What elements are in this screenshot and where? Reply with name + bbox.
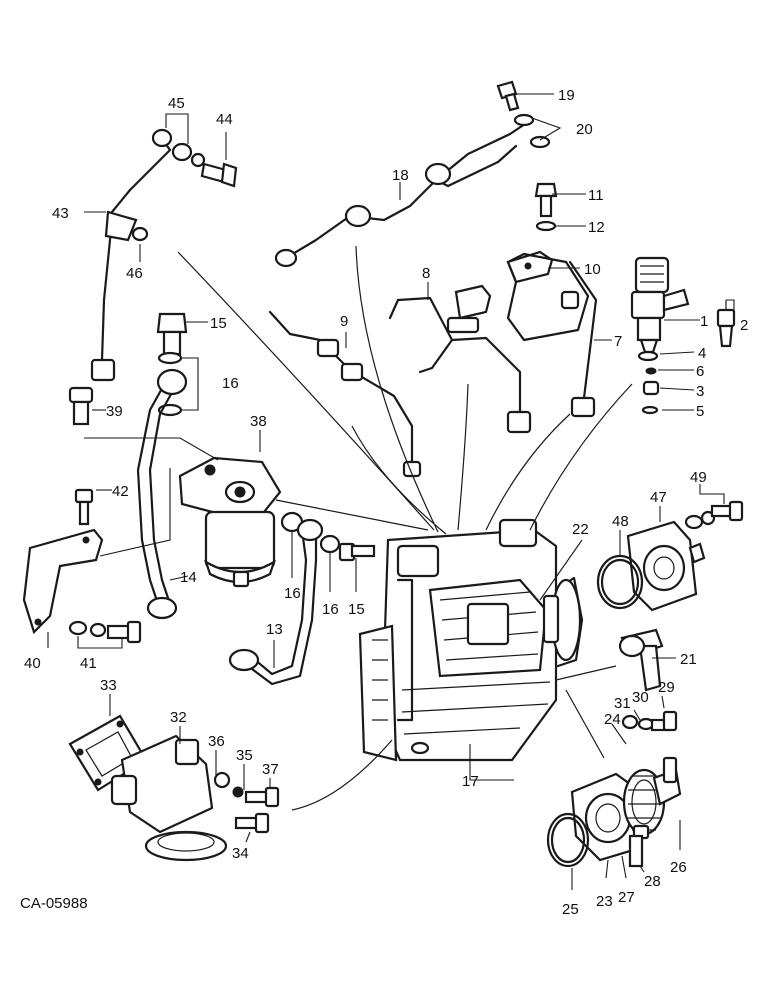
pump-cover-47	[626, 520, 706, 612]
callout-14: 14	[180, 569, 197, 586]
callout-34: 34	[232, 845, 249, 862]
bolt-28	[628, 824, 650, 868]
bolt-15-upper	[156, 312, 188, 356]
callout-33: 33	[100, 677, 117, 694]
injector-nozzle	[630, 256, 690, 354]
callout-36: 36	[208, 733, 225, 750]
callout-37: 37	[262, 761, 279, 778]
callout-16-right: 16	[322, 601, 339, 618]
injection-line-8	[388, 296, 522, 414]
shaft-26	[652, 756, 682, 806]
callout-3: 3	[696, 383, 704, 400]
callout-15-lower: 15	[348, 601, 365, 618]
leader-lines	[47, 93, 735, 890]
callout-29: 29	[658, 679, 675, 696]
callout-10: 10	[584, 261, 601, 278]
callout-41: 41	[80, 655, 97, 672]
bracket-40	[22, 528, 104, 635]
callout-30: 30	[632, 689, 649, 706]
callout-27: 27	[618, 889, 635, 906]
callout-4: 4	[698, 345, 706, 362]
callout-20: 20	[576, 121, 593, 138]
callout-17: 17	[462, 773, 479, 790]
callout-39: 39	[106, 403, 123, 420]
callout-24: 24	[604, 711, 621, 728]
bolt-15-lower	[338, 542, 376, 562]
bolt-39	[68, 386, 94, 426]
callout-1: 1	[700, 313, 708, 330]
callout-7: 7	[614, 333, 622, 350]
callout-45: 45	[168, 95, 185, 112]
callout-26: 26	[670, 859, 687, 876]
flow-arrows	[177, 245, 633, 811]
callout-19: 19	[558, 87, 575, 104]
callout-18: 18	[392, 167, 409, 184]
injection-line-9	[268, 310, 414, 464]
fuel-line-14	[136, 372, 172, 606]
callout-5: 5	[696, 403, 704, 420]
callout-8: 8	[422, 265, 430, 282]
callout-11: 11	[588, 187, 604, 204]
callout-2: 2	[740, 317, 748, 334]
callout-42: 42	[112, 483, 129, 500]
callout-32: 32	[170, 709, 187, 726]
bolt-19	[496, 80, 520, 112]
fuel-line-13	[246, 528, 308, 676]
bolt-29	[650, 710, 678, 732]
callout-43: 43	[52, 205, 69, 222]
callout-48: 48	[612, 513, 629, 530]
bolt-42	[74, 488, 94, 526]
callout-23: 23	[596, 893, 613, 910]
fuel-filter-38	[178, 456, 282, 588]
callout-38: 38	[250, 413, 267, 430]
callout-40: 40	[24, 655, 41, 672]
injection-line-7	[506, 252, 598, 400]
bolt-34	[234, 812, 270, 834]
callout-22: 22	[572, 521, 589, 538]
callout-9: 9	[340, 313, 348, 330]
callout-31: 31	[614, 695, 631, 712]
callout-47: 47	[650, 489, 667, 506]
callout-49: 49	[690, 469, 707, 486]
return-connector	[716, 300, 736, 348]
callout-15-upper: 15	[210, 315, 227, 332]
bolt-11	[534, 182, 558, 232]
callout-6: 6	[696, 363, 704, 380]
bolt-49	[710, 500, 744, 522]
callout-25: 25	[562, 901, 579, 918]
callout-46: 46	[126, 265, 143, 282]
callout-44: 44	[216, 111, 233, 128]
callout-16-left: 16	[284, 585, 301, 602]
gasket-25	[546, 812, 590, 868]
callout-28: 28	[644, 873, 661, 890]
nozzle-washers	[637, 350, 660, 415]
figure-reference: CA-05988	[20, 895, 88, 912]
callout-16-upper: 16	[222, 375, 239, 392]
callout-13: 13	[266, 621, 283, 638]
callout-21: 21	[680, 651, 697, 668]
callout-labels: 1 2 3 4 5 6 7 8 9 10 11 12 13 14 15 15 1…	[24, 87, 748, 918]
leak-off-line-18	[284, 120, 530, 260]
bolt-37	[244, 786, 280, 808]
engine-block	[358, 518, 584, 762]
bolt-44	[200, 162, 238, 188]
oil-filter-base-32	[110, 734, 228, 862]
callout-12: 12	[588, 219, 605, 236]
bolt-41	[106, 620, 142, 644]
callout-35: 35	[236, 747, 253, 764]
fitting-21	[618, 628, 664, 692]
